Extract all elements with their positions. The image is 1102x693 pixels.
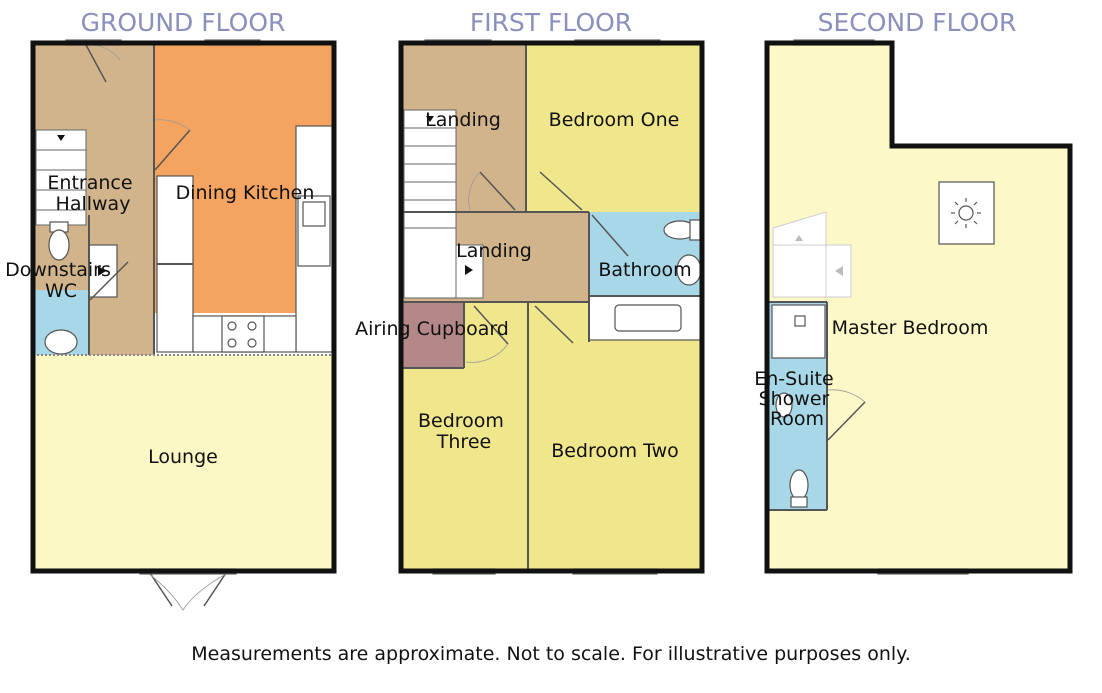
stair-direction-icon xyxy=(465,265,473,275)
second-floor-title: SECOND FLOOR xyxy=(818,8,1017,37)
bedroom-three-label: Bedroom Three xyxy=(418,410,510,453)
airing-cupboard-label: Airing Cupboard xyxy=(355,318,509,340)
first-floor: FIRST FLOOR xyxy=(355,8,705,575)
patio-door-left xyxy=(149,572,173,607)
second-floor: SECOND FLOOR xyxy=(754,8,1073,575)
stair-direction-icon xyxy=(426,116,434,122)
landing-upper-label: Landing xyxy=(425,109,501,131)
master-bedroom-room xyxy=(767,43,1070,571)
front-door xyxy=(85,44,107,83)
toilet-cistern xyxy=(689,219,701,241)
bedroom-two-door xyxy=(534,305,574,344)
bath-inner xyxy=(614,304,682,332)
hob-ring xyxy=(227,338,237,348)
wc-basin-icon xyxy=(44,329,78,355)
toilet-cistern xyxy=(790,496,808,508)
entrance-hallway-label: Entrance Hallway xyxy=(47,172,138,215)
shower-tray xyxy=(771,304,826,359)
dining-kitchen-label: Dining Kitchen xyxy=(176,182,315,204)
ensuite-label: En-Suite Shower Room xyxy=(754,368,839,430)
sun-icon xyxy=(951,198,981,228)
lounge-label: Lounge xyxy=(148,446,218,468)
hob-ring xyxy=(247,321,257,331)
first-floor-outline xyxy=(398,40,705,574)
landing-label: Landing xyxy=(456,240,532,262)
bedroom-three-room xyxy=(401,368,528,571)
stair-direction-icon xyxy=(795,235,803,241)
bedroom-one-room xyxy=(526,43,702,212)
kitchen-door xyxy=(154,129,191,171)
basin-icon xyxy=(775,392,793,418)
bedroom-two-label: Bedroom Two xyxy=(551,440,679,462)
airing-cupboard-room xyxy=(401,302,464,368)
hob-ring xyxy=(247,338,257,348)
ground-floor-title: GROUND FLOOR xyxy=(81,8,286,37)
staircase xyxy=(35,129,87,226)
bedroom-two-room xyxy=(528,302,702,571)
bathroom-label: Bathroom xyxy=(598,259,691,281)
ensuite-door xyxy=(827,401,866,441)
ground-floor: GROUND FLOOR xyxy=(5,8,337,611)
toilet-icon xyxy=(48,229,70,261)
skylight xyxy=(938,181,995,245)
second-floor-outline xyxy=(764,40,1073,574)
staircase xyxy=(403,109,457,299)
ground-floor-outline xyxy=(30,40,337,574)
first-floor-title: FIRST FLOOR xyxy=(470,8,632,37)
wc-door xyxy=(89,261,129,301)
toilet-icon xyxy=(789,469,809,501)
master-bedroom-label: Master Bedroom xyxy=(832,317,989,339)
downstairs-wc-label: Downstairs WC xyxy=(5,259,117,302)
stair-direction-icon xyxy=(57,135,65,141)
bedroom-one-label: Bedroom One xyxy=(549,109,680,131)
shower-drain xyxy=(794,315,806,327)
door xyxy=(479,171,516,211)
stair-direction-icon xyxy=(835,266,843,276)
sink-bowl xyxy=(302,201,326,227)
hob-ring xyxy=(227,321,237,331)
hob xyxy=(221,315,265,353)
door-arrow-icon xyxy=(98,266,106,276)
lounge-room xyxy=(33,355,334,571)
bedroom-three-recess xyxy=(464,302,528,368)
disclaimer-text: Measurements are approximate. Not to sca… xyxy=(191,643,911,665)
floor-plan: GROUND FLOOR xyxy=(5,8,1073,611)
bedroom-one-door xyxy=(539,171,583,211)
airing-cupboard-door xyxy=(473,305,509,345)
patio-door-right xyxy=(203,572,227,607)
bathroom-door xyxy=(591,214,629,257)
